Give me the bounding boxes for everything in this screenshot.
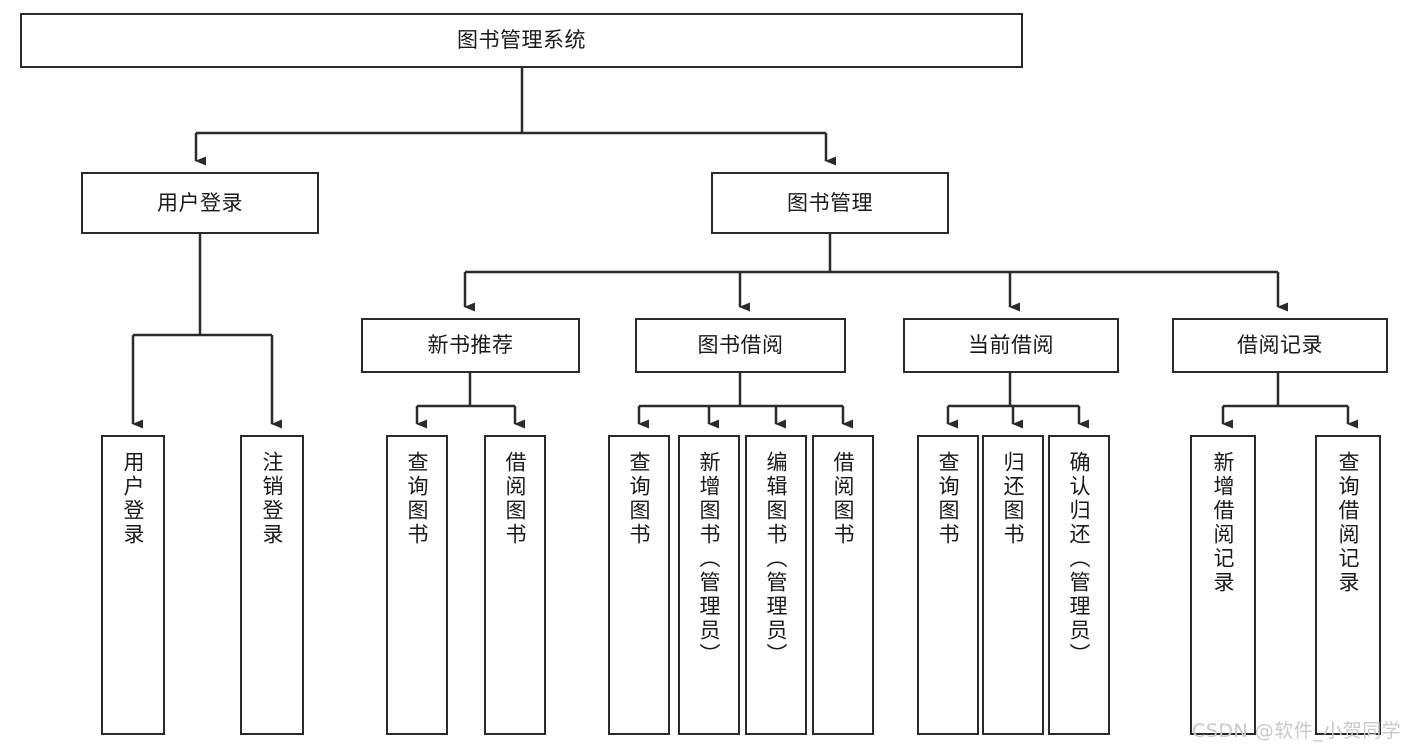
node-leaf-5[interactable]: 新增图书（管理员） (678, 435, 740, 735)
node-leaf-2[interactable]: 查询图书 (386, 435, 448, 735)
node-label: 图书管理系统 (457, 28, 586, 53)
node-label: 用户登录 (121, 451, 146, 547)
node-label: 查询图书 (627, 451, 652, 547)
node-label: 新增借阅记录 (1211, 451, 1236, 595)
node-leaf-3[interactable]: 借阅图书 (484, 435, 546, 735)
node-label: 查询图书 (405, 451, 430, 547)
node-leaf-11[interactable]: 新增借阅记录 (1190, 435, 1256, 735)
node-label: 用户登录 (157, 190, 243, 215)
node-label: 新书推荐 (427, 333, 514, 358)
node-level2-1[interactable]: 图书管理 (711, 172, 949, 234)
node-level3-2[interactable]: 当前借阅 (903, 318, 1119, 373)
node-label: 编辑图书（管理员） (764, 451, 789, 667)
csdn-watermark: CSDN @软件_小贺同学 (1192, 720, 1402, 742)
node-label: 查询图书 (936, 451, 961, 547)
node-leaf-4[interactable]: 查询图书 (608, 435, 670, 735)
node-label: 新增图书（管理员） (697, 451, 722, 667)
node-leaf-9[interactable]: 归还图书 (982, 435, 1044, 735)
node-label: 当前借阅 (968, 333, 1054, 358)
node-label: 查询借阅记录 (1336, 451, 1361, 595)
node-label: 确认归还（管理员） (1067, 451, 1092, 667)
node-label: 图书管理 (787, 190, 873, 215)
node-leaf-6[interactable]: 编辑图书（管理员） (745, 435, 807, 735)
node-level3-0[interactable]: 新书推荐 (361, 318, 580, 373)
node-leaf-8[interactable]: 查询图书 (917, 435, 979, 735)
node-label: 图书借阅 (697, 333, 784, 358)
node-label: 借阅图书 (503, 451, 528, 547)
node-label: 归还图书 (1001, 451, 1026, 547)
node-leaf-7[interactable]: 借阅图书 (812, 435, 874, 735)
node-leaf-1[interactable]: 注销登录 (240, 435, 304, 735)
node-label: 借阅记录 (1237, 333, 1323, 358)
node-level3-3[interactable]: 借阅记录 (1172, 318, 1388, 373)
node-root[interactable]: 图书管理系统 (20, 13, 1023, 68)
node-label: 借阅图书 (831, 451, 856, 547)
node-level2-0[interactable]: 用户登录 (81, 172, 319, 234)
node-label: 注销登录 (260, 451, 285, 547)
node-leaf-0[interactable]: 用户登录 (101, 435, 165, 735)
node-leaf-10[interactable]: 确认归还（管理员） (1048, 435, 1110, 735)
node-level3-1[interactable]: 图书借阅 (635, 318, 846, 373)
node-leaf-12[interactable]: 查询借阅记录 (1315, 435, 1381, 735)
